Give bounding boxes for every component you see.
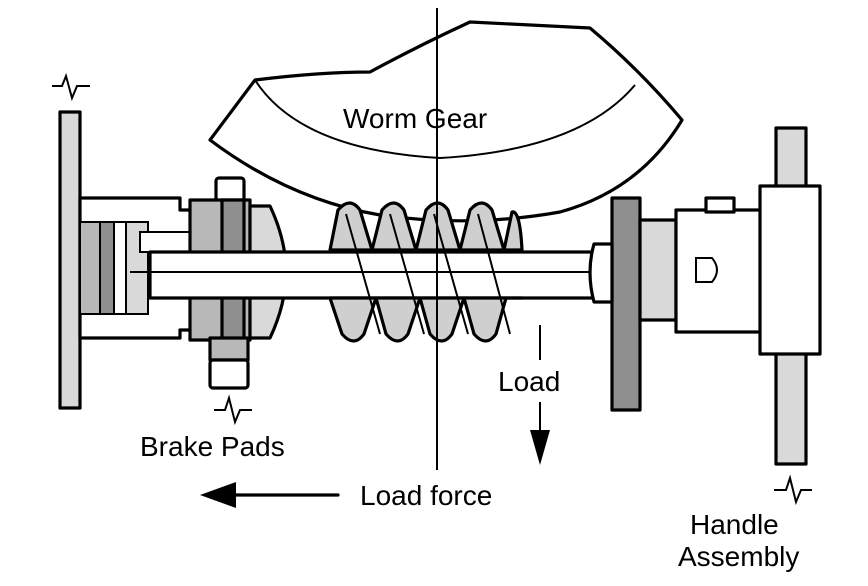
handle-label-line2: Assembly — [678, 541, 799, 572]
right-bearing — [588, 196, 764, 412]
handle-assembly — [758, 126, 822, 466]
worm-threads — [328, 201, 524, 343]
left-end-plate — [58, 110, 202, 410]
handle-label-line1: Handle — [690, 509, 779, 540]
worm-gear — [208, 20, 684, 223]
brake-pads-label: Brake Pads — [140, 431, 285, 462]
worm-gear-label: Worm Gear — [343, 103, 487, 134]
load-force-arrow — [200, 482, 340, 508]
brake-pads-signal-icon — [214, 394, 252, 426]
left-signal-icon — [52, 72, 90, 102]
load-force-label: Load force — [360, 480, 492, 511]
load-arrow — [530, 325, 550, 465]
handle-signal-icon — [774, 474, 812, 506]
shaft — [130, 250, 760, 300]
load-label: Load — [498, 366, 560, 397]
